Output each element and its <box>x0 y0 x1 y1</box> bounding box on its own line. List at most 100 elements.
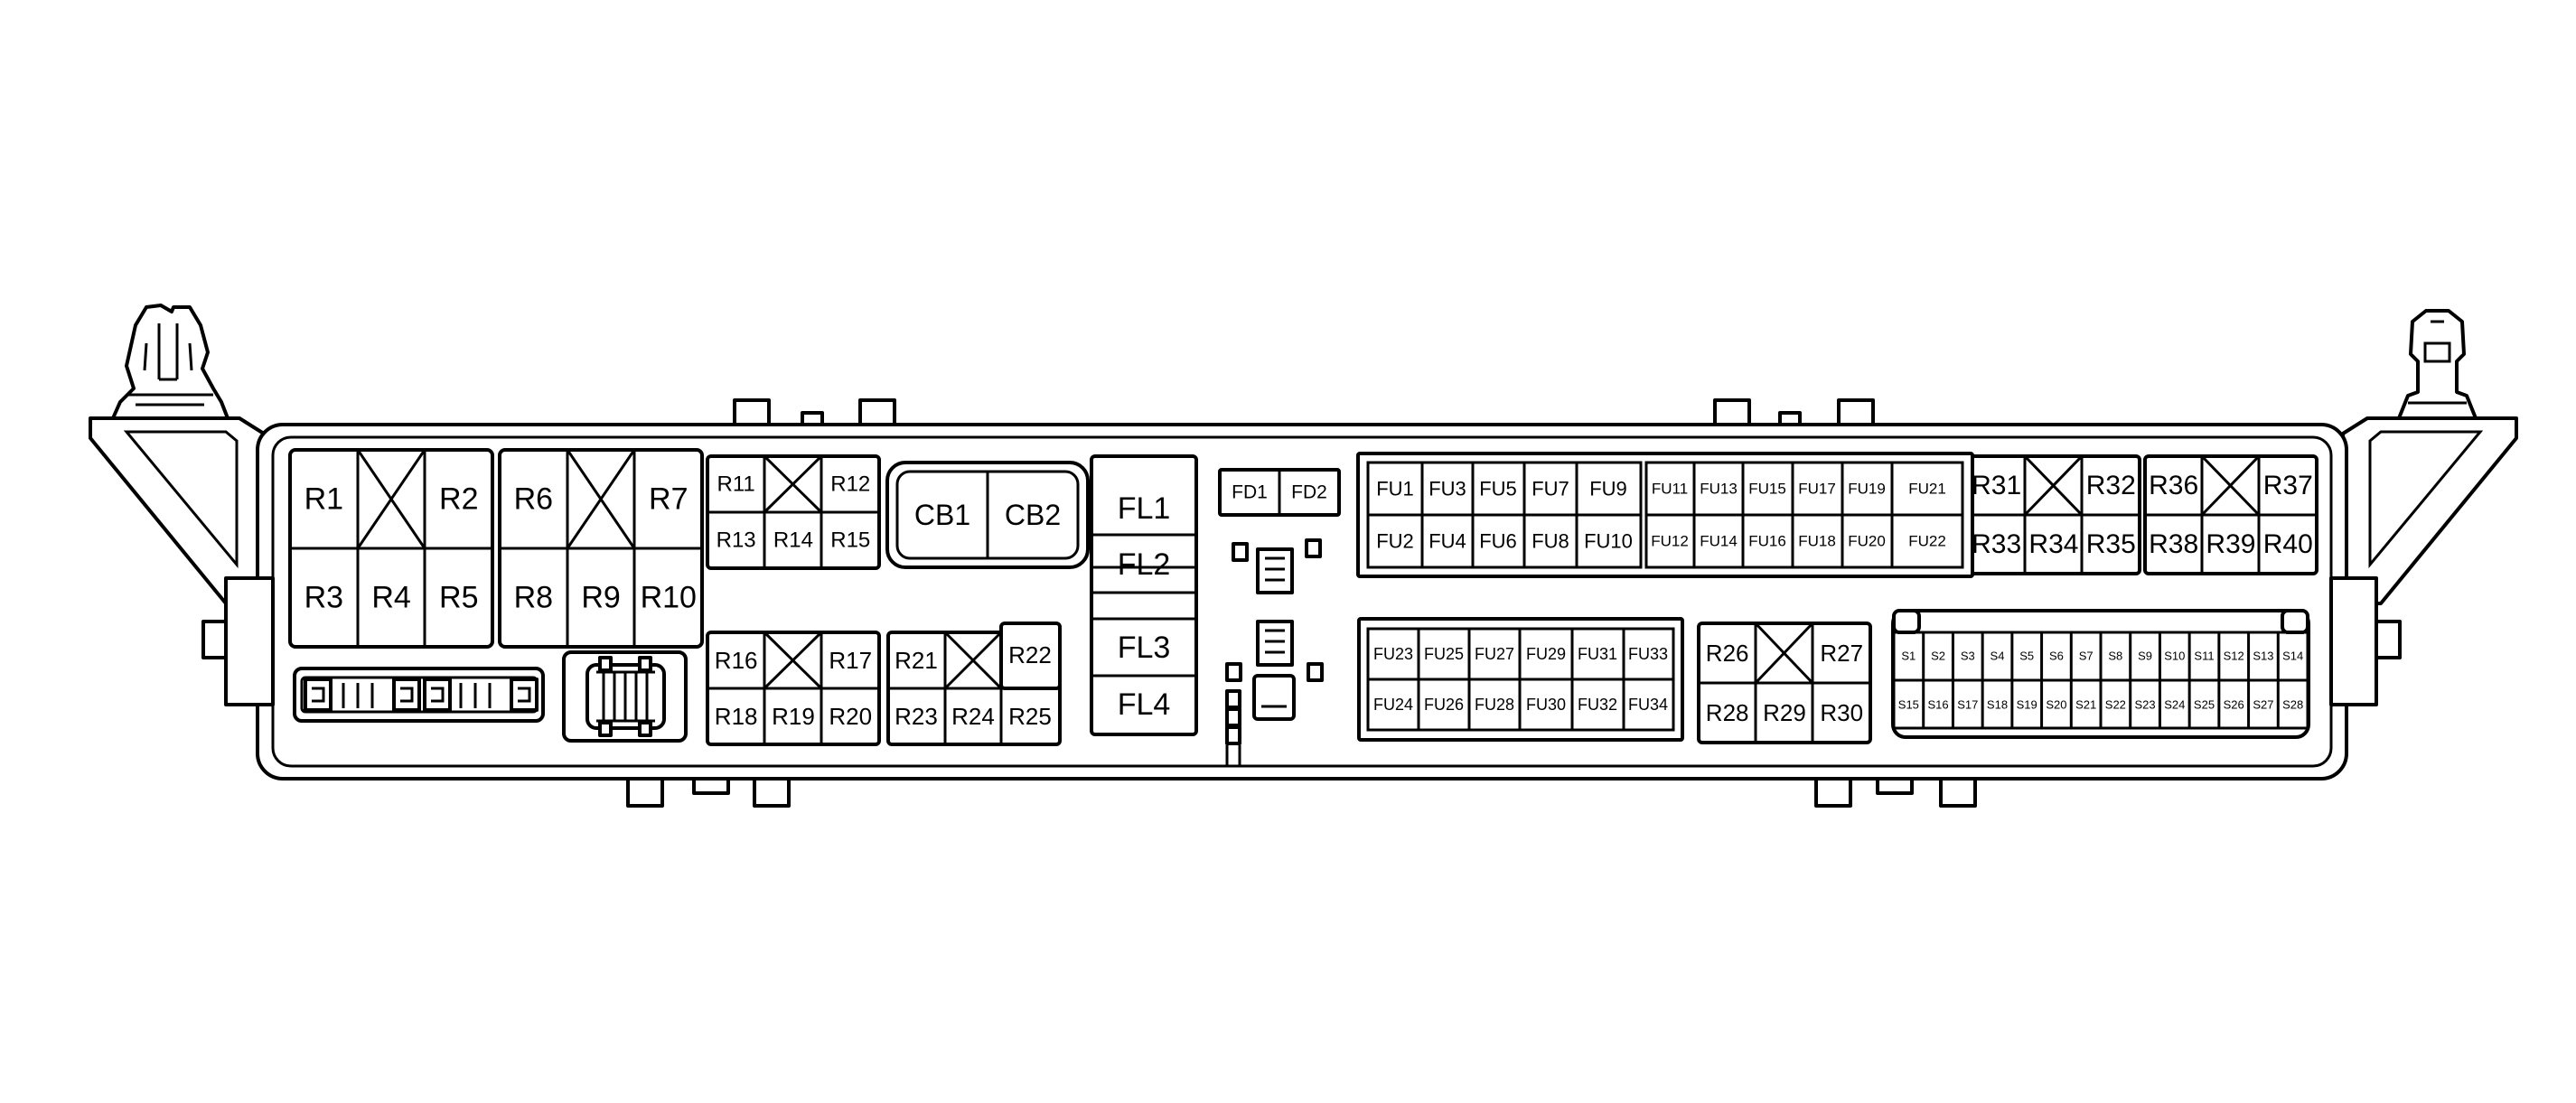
label-r15: R15 <box>830 528 870 553</box>
label-s16: S16 <box>1928 698 1949 712</box>
label-r9: R9 <box>581 581 620 615</box>
label-s3: S3 <box>1961 650 1975 663</box>
label-s25: S25 <box>2194 698 2215 712</box>
label-r24: R24 <box>951 703 995 730</box>
label-cb1: CB1 <box>914 499 970 531</box>
label-fu26: FU26 <box>1424 696 1464 714</box>
label-s11: S11 <box>2194 650 2214 663</box>
label-r37: R37 <box>2263 471 2313 500</box>
fuse-holder-strip <box>293 667 545 723</box>
label-fu23: FU23 <box>1373 645 1413 663</box>
label-s10: S10 <box>2164 650 2185 663</box>
label-s2: S2 <box>1931 650 1945 663</box>
label-s17: S17 <box>1957 698 1978 712</box>
label-r35: R35 <box>2086 529 2136 559</box>
label-fu2: FU2 <box>1376 530 1414 553</box>
label-fu8: FU8 <box>1532 530 1569 553</box>
label-s4: S4 <box>1991 650 2005 663</box>
label-fu10: FU10 <box>1584 530 1633 553</box>
label-s9: S9 <box>2138 650 2152 663</box>
relay-group-b-frame <box>706 631 881 746</box>
label-r12: R12 <box>830 472 870 497</box>
label-fu11: FU11 <box>1652 481 1688 498</box>
label-r23: R23 <box>895 703 938 730</box>
label-r29: R29 <box>1763 699 1806 726</box>
label-r25: R25 <box>1008 703 1052 730</box>
label-r21: R21 <box>895 647 938 674</box>
label-fu4: FU4 <box>1429 530 1466 553</box>
label-fu33: FU33 <box>1628 645 1668 663</box>
label-fu31: FU31 <box>1578 645 1617 663</box>
center-connectors <box>1225 538 1324 766</box>
label-fu34: FU34 <box>1628 696 1668 714</box>
label-fd1: FD1 <box>1232 482 1268 503</box>
fuse-block-1-frame <box>1356 452 1974 578</box>
label-r10: R10 <box>641 581 697 615</box>
label-fu19: FU19 <box>1848 481 1886 498</box>
label-s6: S6 <box>2049 650 2064 663</box>
label-fd2: FD2 <box>1291 482 1327 503</box>
label-s19: S19 <box>2017 698 2037 712</box>
label-r14: R14 <box>773 528 813 553</box>
label-fu7: FU7 <box>1532 478 1569 500</box>
label-fu28: FU28 <box>1475 696 1514 714</box>
label-r11: R11 <box>717 472 755 497</box>
label-s22: S22 <box>2105 698 2126 712</box>
label-s20: S20 <box>2046 698 2066 712</box>
label-r5: R5 <box>439 581 478 615</box>
label-s28: S28 <box>2282 698 2303 712</box>
right-clip <box>2397 309 2478 420</box>
label-s5: S5 <box>2019 650 2034 663</box>
label-r40: R40 <box>2263 529 2313 559</box>
label-s18: S18 <box>1987 698 2008 712</box>
label-fu24: FU24 <box>1373 696 1413 714</box>
label-fu18: FU18 <box>1798 533 1836 550</box>
label-fu30: FU30 <box>1526 696 1566 714</box>
label-r32: R32 <box>2086 471 2136 500</box>
label-r30: R30 <box>1820 699 1863 726</box>
label-r36: R36 <box>2149 471 2198 500</box>
relay-group-d-frame <box>1697 622 1872 744</box>
label-fu20: FU20 <box>1848 533 1886 550</box>
label-r17: R17 <box>829 647 872 674</box>
side-tabs <box>201 576 2402 706</box>
large-relay-block-right <box>498 448 704 649</box>
label-r38: R38 <box>2149 529 2198 559</box>
label-fl1: FL1 <box>1118 491 1171 526</box>
fuse-diode-frame <box>1218 468 1341 517</box>
label-r19: R19 <box>772 703 815 730</box>
left-clip <box>111 304 229 420</box>
label-fu27: FU27 <box>1475 645 1514 663</box>
label-r6: R6 <box>514 482 553 517</box>
label-fu3: FU3 <box>1429 478 1466 500</box>
label-fu16: FU16 <box>1748 533 1786 550</box>
label-fu12: FU12 <box>1651 533 1689 550</box>
relay-group-a-frame <box>706 454 881 570</box>
splice-block-frame <box>1891 609 2310 739</box>
circuit-breaker-housing <box>885 461 1090 569</box>
label-s1: S1 <box>1901 650 1916 663</box>
fuse-holder-block <box>562 650 688 743</box>
label-fu14: FU14 <box>1700 533 1738 550</box>
label-fu22: FU22 <box>1908 533 1946 550</box>
label-s15: S15 <box>1898 698 1919 712</box>
label-r8: R8 <box>514 581 553 615</box>
label-fu1: FU1 <box>1376 478 1414 500</box>
label-fu5: FU5 <box>1479 478 1517 500</box>
label-r16: R16 <box>715 647 758 674</box>
large-relay-block-left <box>288 448 494 649</box>
label-r18: R18 <box>715 703 758 730</box>
label-fu21: FU21 <box>1908 481 1946 498</box>
label-r2: R2 <box>439 482 478 517</box>
label-fl4: FL4 <box>1118 687 1171 722</box>
label-fu6: FU6 <box>1479 530 1517 553</box>
label-r28: R28 <box>1706 699 1749 726</box>
label-fu32: FU32 <box>1578 696 1617 714</box>
label-r39: R39 <box>2206 529 2255 559</box>
label-cb2: CB2 <box>1005 499 1061 531</box>
label-r31: R31 <box>1972 471 2021 500</box>
label-r20: R20 <box>829 703 872 730</box>
label-fu13: FU13 <box>1700 481 1738 498</box>
